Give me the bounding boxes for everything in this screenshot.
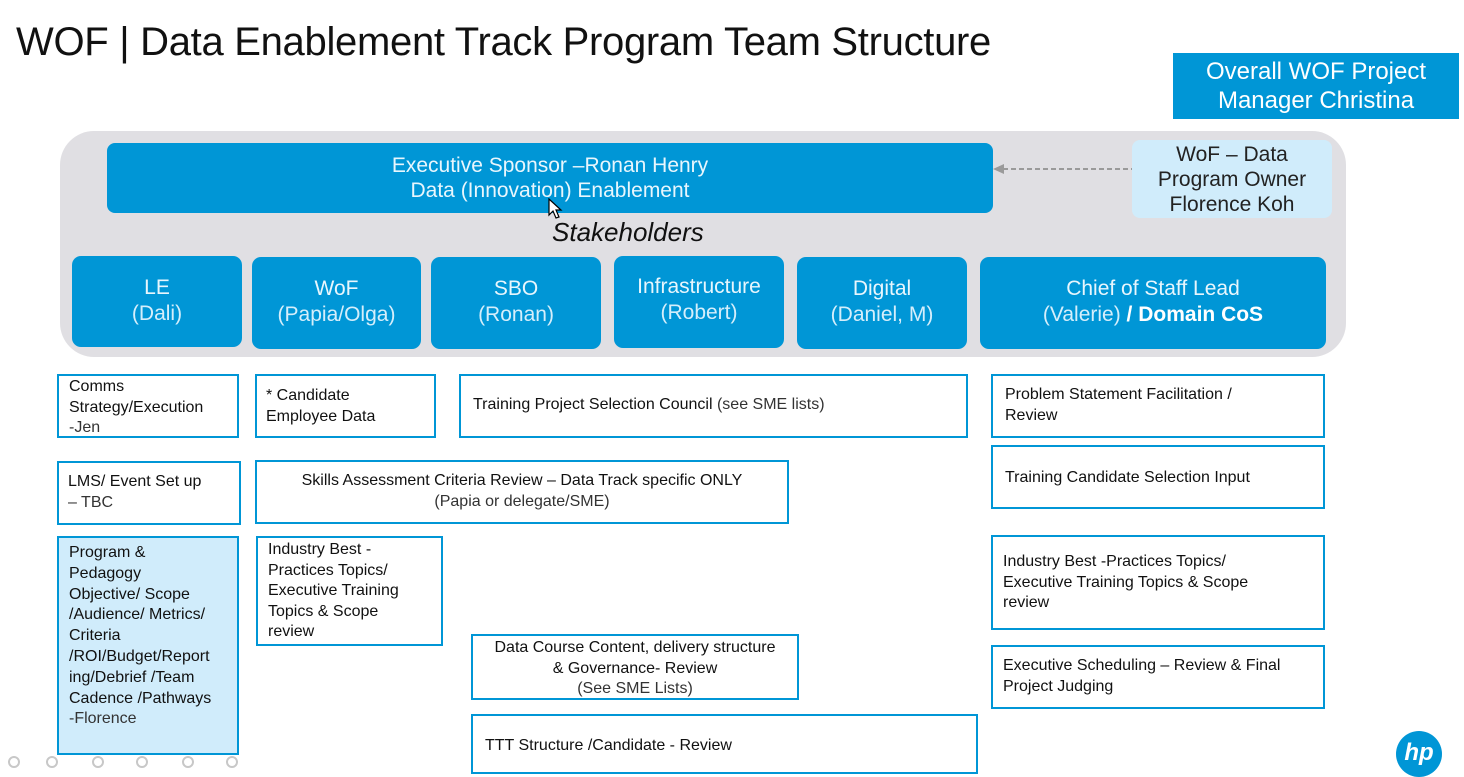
card-line: /Audience/ Metrics/ bbox=[69, 606, 206, 624]
wof-industry-practices-card: Industry Best - Practices Topics/ Execut… bbox=[256, 536, 443, 646]
card-line: Industry Best -Practices Topics/ bbox=[1003, 553, 1226, 570]
card-line: /ROI/Budget/Report bbox=[69, 647, 210, 665]
program-owner-box: WoF – Data Program Owner Florence Koh bbox=[1132, 140, 1332, 218]
card-line: Skills Assessment Criteria Review – Data… bbox=[301, 472, 743, 489]
program-owner-line2: Program Owner bbox=[1157, 168, 1307, 191]
card-line: Executive Training bbox=[268, 582, 399, 599]
card-line: TTT Structure /Candidate - Review bbox=[485, 737, 732, 754]
card-line: Cadence /Pathways bbox=[69, 689, 212, 707]
candidate-selection-input-card: Training Candidate Selection Input bbox=[991, 445, 1325, 509]
card-note: (Papia or delegate/SME) bbox=[434, 492, 610, 510]
hp-logo-text: hp bbox=[1404, 739, 1434, 766]
card-line: & Governance- Review bbox=[552, 659, 718, 677]
stakeholder-infrastructure: Infrastructure (Robert) bbox=[614, 256, 784, 348]
card-note: (See SME Lists) bbox=[577, 680, 693, 697]
overall-project-manager-box: Overall WOF Project Manager Christina bbox=[1173, 53, 1459, 119]
stakeholder-le: LE (Dali) bbox=[72, 256, 242, 347]
stakeholder-name: Chief of Staff Lead bbox=[1066, 277, 1240, 300]
mouse-pointer-icon bbox=[548, 198, 563, 219]
stakeholder-name: Digital bbox=[852, 277, 912, 300]
stakeholder-person: (Daniel, M) bbox=[830, 303, 934, 326]
stakeholder-name: WoF bbox=[314, 277, 359, 300]
candidate-employee-data-card: * Candidate Employee Data bbox=[255, 374, 436, 438]
stakeholder-person: (Robert) bbox=[660, 301, 738, 324]
card-line: Comms bbox=[69, 378, 125, 395]
executive-sponsor-line2: Data (Innovation) Enablement bbox=[410, 179, 690, 202]
card-line: Training Project Selection Council bbox=[473, 396, 713, 413]
card-line: Industry Best - bbox=[268, 541, 372, 558]
data-course-content-card: Data Course Content, delivery structure … bbox=[471, 634, 799, 700]
card-line: Review bbox=[1005, 406, 1058, 424]
nav-dot-icon[interactable] bbox=[136, 756, 148, 768]
card-line: Employee Data bbox=[266, 407, 376, 425]
stakeholder-name: SBO bbox=[493, 277, 539, 300]
stakeholder-name: LE bbox=[144, 276, 170, 299]
card-note: (see SME lists) bbox=[712, 396, 825, 413]
nav-dot-icon[interactable] bbox=[8, 756, 20, 768]
card-line: Data Course Content, delivery structure bbox=[494, 639, 776, 656]
card-line: Criteria bbox=[69, 627, 121, 645]
card-line: Practices Topics/ bbox=[268, 561, 388, 579]
nav-dot-icon[interactable] bbox=[46, 756, 58, 768]
stakeholders-label: Stakeholders bbox=[552, 217, 704, 247]
skills-assessment-card: Skills Assessment Criteria Review – Data… bbox=[255, 460, 789, 524]
problem-statement-card: Problem Statement Facilitation / Review bbox=[991, 374, 1325, 438]
lms-event-card: LMS/ Event Set up – TBC bbox=[57, 461, 241, 525]
page-title: WOF | Data Enablement Track Program Team… bbox=[16, 20, 992, 64]
nav-dot-icon[interactable] bbox=[226, 756, 238, 768]
card-owner: – TBC bbox=[68, 493, 114, 511]
stakeholder-person: (Ronan) bbox=[478, 303, 554, 326]
executive-scheduling-card: Executive Scheduling – Review & Final Pr… bbox=[991, 645, 1325, 709]
slide-navigation-dots[interactable] bbox=[0, 752, 260, 768]
overall-pm-line2: Manager Christina bbox=[1217, 87, 1415, 114]
card-line: Executive Training Topics & Scope bbox=[1003, 573, 1249, 591]
card-line: Executive Scheduling – Review & Final bbox=[1003, 657, 1281, 674]
card-line: review bbox=[268, 623, 315, 640]
card-line: LMS/ Event Set up bbox=[68, 473, 202, 490]
card-line: Topics & Scope bbox=[268, 602, 379, 620]
stakeholder-chief-of-staff: Chief of Staff Lead (Valerie) / Domain C… bbox=[980, 257, 1326, 349]
hp-logo: hp bbox=[1396, 731, 1442, 777]
stakeholder-person: (Dali) bbox=[131, 302, 183, 325]
ttt-structure-card: TTT Structure /Candidate - Review bbox=[471, 714, 978, 774]
card-line: Program & bbox=[69, 544, 146, 561]
overall-pm-line1: Overall WOF Project bbox=[1205, 58, 1427, 85]
comms-strategy-card: Comms Strategy/Execution -Jen bbox=[57, 374, 239, 438]
card-owner: -Jen bbox=[69, 419, 101, 436]
training-selection-council-card: Training Project Selection Council (see … bbox=[459, 374, 968, 438]
card-line: Problem Statement Facilitation / bbox=[1005, 386, 1232, 403]
stakeholder-person: (Valerie) bbox=[1042, 303, 1121, 326]
nav-dot-icon[interactable] bbox=[182, 756, 194, 768]
card-line: * Candidate bbox=[266, 387, 350, 404]
stakeholder-name: Infrastructure bbox=[637, 275, 761, 298]
card-line: Objective/ Scope bbox=[69, 585, 190, 603]
nav-dot-icon[interactable] bbox=[92, 756, 104, 768]
cos-industry-practices-card: Industry Best -Practices Topics/ Executi… bbox=[991, 535, 1325, 630]
card-line: Project Judging bbox=[1003, 677, 1114, 695]
executive-sponsor-line1: Executive Sponsor –Ronan Henry bbox=[391, 154, 709, 177]
program-owner-line3: Florence Koh bbox=[1169, 193, 1295, 216]
card-line: Strategy/Execution bbox=[69, 398, 204, 416]
stakeholder-digital: Digital (Daniel, M) bbox=[797, 257, 967, 349]
card-owner: -Florence bbox=[69, 710, 137, 728]
program-owner-line1: WoF – Data bbox=[1176, 143, 1288, 166]
stakeholder-sbo: SBO (Ronan) bbox=[431, 257, 601, 349]
program-pedagogy-card: Program & Pedagogy Objective/ Scope /Aud… bbox=[57, 536, 239, 755]
card-line: Pedagogy bbox=[69, 564, 142, 582]
card-line: Training Candidate Selection Input bbox=[1005, 469, 1250, 486]
stakeholder-person: (Papia/Olga) bbox=[277, 303, 396, 326]
card-line: ing/Debrief /Team bbox=[69, 668, 195, 686]
stakeholder-suffix: / Domain CoS bbox=[1120, 303, 1264, 326]
stakeholder-wof: WoF (Papia/Olga) bbox=[252, 257, 421, 349]
dashed-arrow-left-icon bbox=[993, 164, 1132, 174]
card-line: review bbox=[1003, 594, 1050, 611]
